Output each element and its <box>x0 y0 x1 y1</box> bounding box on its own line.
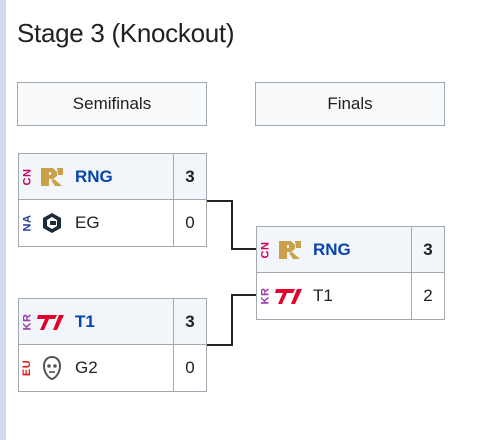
team-row-t1[interactable]: KR T1 3 <box>19 299 206 345</box>
team-score: 0 <box>173 345 206 391</box>
team-score: 3 <box>411 227 444 272</box>
team-name[interactable]: RNG <box>313 239 351 259</box>
match-final: CN RNG 3 KR T1 2 <box>256 226 445 320</box>
rng-logo-icon <box>273 227 307 272</box>
team-name[interactable]: G2 <box>75 358 98 377</box>
team-row-g2[interactable]: EU G2 0 <box>19 345 206 391</box>
t1-logo-icon <box>35 299 69 344</box>
team-row-rng[interactable]: CN RNG 3 <box>257 227 444 273</box>
team-name[interactable]: RNG <box>75 166 113 186</box>
match-semifinal-1: CN RNG 3 NA EG 0 <box>18 153 207 247</box>
bracket-connector-upper <box>207 200 256 250</box>
team-score: 3 <box>173 299 206 344</box>
team-name[interactable]: T1 <box>75 311 95 331</box>
team-score: 2 <box>411 273 444 319</box>
round-header-finals: Finals <box>255 82 445 126</box>
t1-logo-icon <box>273 273 307 319</box>
match-semifinal-2: KR T1 3 EU G2 0 <box>18 298 207 392</box>
page-title: Stage 3 (Knockout) <box>17 18 235 48</box>
team-row-eg[interactable]: NA EG 0 <box>19 200 206 246</box>
bracket-connector-lower <box>207 294 256 346</box>
team-row-rng[interactable]: CN RNG 3 <box>19 154 206 200</box>
team-row-t1[interactable]: KR T1 2 <box>257 273 444 319</box>
g2-logo-icon <box>35 345 69 391</box>
rng-logo-icon <box>35 154 69 199</box>
team-score: 0 <box>173 200 206 246</box>
eg-logo-icon <box>35 200 69 246</box>
team-score: 3 <box>173 154 206 199</box>
team-name[interactable]: T1 <box>313 286 333 305</box>
team-name[interactable]: EG <box>75 213 100 232</box>
page-edge <box>0 0 6 440</box>
round-header-semifinals: Semifinals <box>17 82 207 126</box>
